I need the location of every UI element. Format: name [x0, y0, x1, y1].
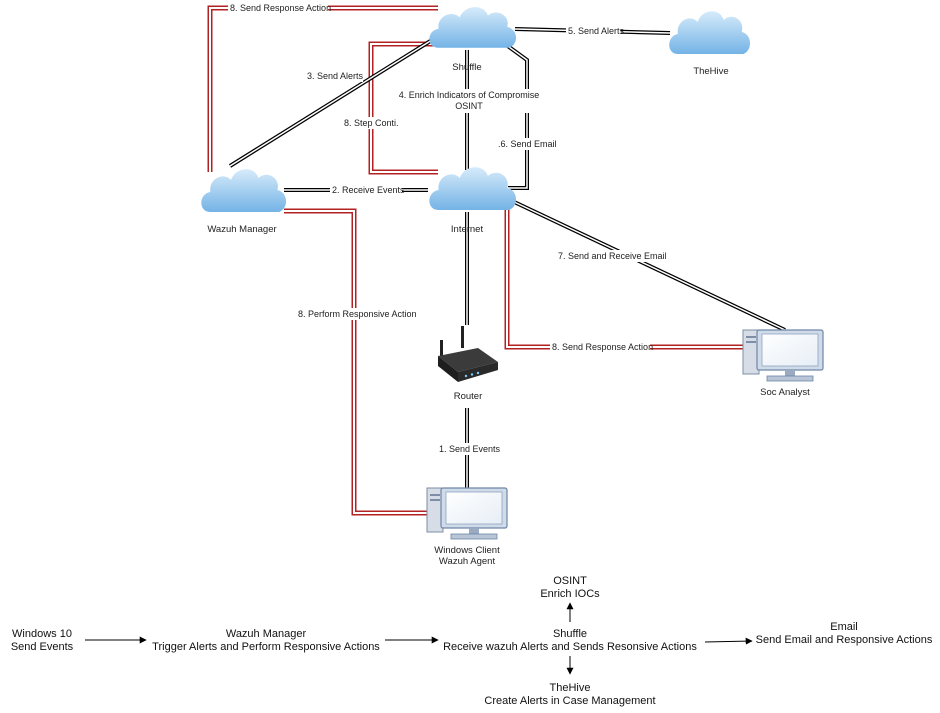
flow-summary: Windows 10 Send Events Wazuh Manager Tri… [11, 575, 933, 707]
computer-icon-windows-client [426, 487, 508, 540]
edge-label-send-receive-email: 7. Send and Receive Email [558, 251, 667, 261]
edge-labels: 8. Send Response Action 5. Send Alerts 3… [228, 2, 667, 455]
node-label-wazuh-manager: Wazuh Manager [207, 224, 276, 235]
edge-label-osint: OSINT [455, 101, 483, 111]
flow-osint-title: OSINT [553, 575, 587, 587]
edge-label-send-alerts-wazuh: 3. Send Alerts [307, 71, 364, 81]
router-icon [438, 326, 498, 382]
edge-label-send-response-soc: 8. Send Response Action [552, 342, 653, 352]
node-label-thehive: TheHive [693, 66, 728, 77]
edge-label-send-events: 1. Send Events [439, 444, 501, 454]
cloud-icon-wazuh-manager [201, 169, 287, 212]
edge-label-perform-responsive: 8. Perform Responsive Action [298, 309, 417, 319]
red-connections [207, 5, 745, 516]
flow-osint-desc: Enrich IOCs [540, 588, 600, 600]
edge-send-email [503, 42, 529, 190]
flow-thehive-title: TheHive [550, 682, 591, 694]
flow-shuffle-title: Shuffle [553, 628, 587, 640]
flow-arrow-3 [704, 637, 753, 645]
edge-label-send-email: .6. Send Email [498, 139, 557, 149]
flow-thehive-desc: Create Alerts in Case Management [484, 695, 655, 707]
cloud-icon-internet [429, 167, 517, 210]
flow-shuffle-desc: Receive wazuh Alerts and Sends Resonsive… [443, 641, 697, 653]
cloud-icon-thehive [669, 11, 751, 54]
edge-send-response-soc-red [504, 200, 745, 350]
flow-wazuh-desc: Trigger Alerts and Perform Responsive Ac… [152, 641, 380, 653]
flow-windows-title: Windows 10 [12, 628, 72, 640]
node-label-internet: Internet [451, 224, 484, 235]
edge-label-enrich: 4. Enrich Indicators of Compromise [399, 90, 540, 100]
computer-icon-soc-analyst [742, 329, 824, 382]
flow-email-title: Email [830, 621, 858, 633]
flow-windows-desc: Send Events [11, 641, 74, 653]
cloud-icon-shuffle [429, 7, 517, 48]
flow-email-desc: Send Email and Responsive Actions [756, 634, 933, 646]
node-label-shuffle: Shuffle [452, 62, 481, 73]
edge-label-receive-events: 2. Receive Events [332, 185, 405, 195]
edge-perform-responsive-red [284, 208, 428, 516]
edge-label-step-conti: 8. Step Conti. [344, 118, 399, 128]
node-label-windows-client: Windows Client [434, 545, 500, 556]
edge-label-send-response-top: 8. Send Response Action [230, 3, 331, 13]
node-label-wazuh-agent: Wazuh Agent [439, 556, 496, 567]
node-label-soc-analyst: Soc Analyst [760, 387, 810, 398]
edge-label-send-alerts-hive: 5. Send Alerts [568, 26, 625, 36]
node-label-router: Router [454, 391, 483, 402]
flow-wazuh-title: Wazuh Manager [226, 628, 307, 640]
